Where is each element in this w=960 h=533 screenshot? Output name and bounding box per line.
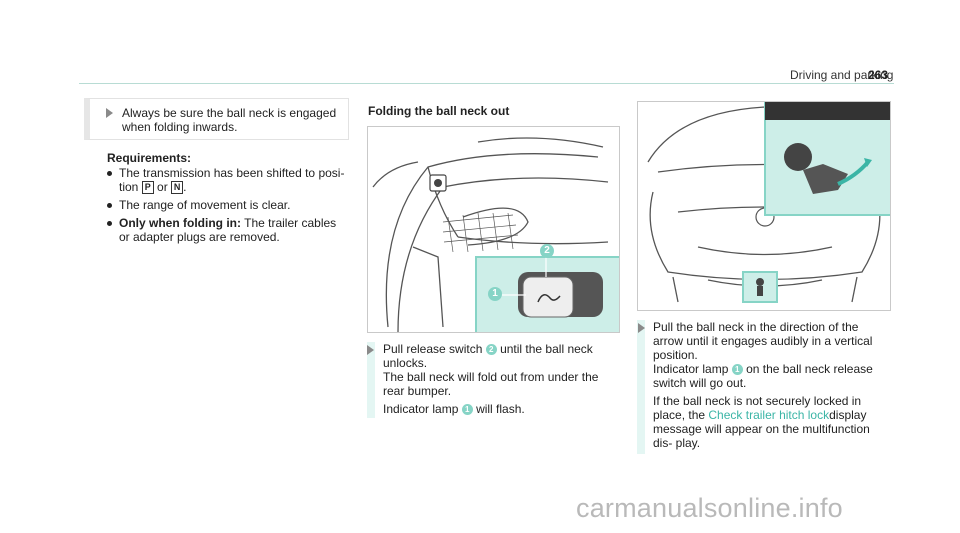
step-marker-bar — [637, 320, 645, 454]
callout-1-inline: 1 — [731, 364, 743, 376]
requirement-text: The trailer cables or adapter plugs are … — [119, 216, 337, 245]
callout-1-inline: 1 — [461, 404, 473, 416]
or-text: or — [157, 180, 168, 194]
arrow-bullet-icon — [367, 345, 374, 355]
bullet-dot-icon — [107, 171, 112, 176]
step-1-part: until the ball neck unlocks. — [383, 342, 593, 370]
requirement-text: The transmission has been shifted to pos… — [119, 166, 345, 194]
trunk-drawing — [372, 137, 619, 332]
step-1-part: Indicator lamp — [383, 402, 459, 416]
requirement-bold-text: Only when folding in: — [119, 216, 241, 231]
car-rear-drawing — [647, 102, 890, 303]
check-trailer-hitch-lock-message: Check trailer hitch lock — [708, 408, 830, 422]
bullet-dot-icon — [107, 221, 112, 227]
trunk-illustration: 2 1 — [367, 126, 620, 333]
neutral-key-icon: N — [171, 181, 184, 195]
step-1-part: will flash. — [476, 402, 525, 416]
note-text: Always be sure the ball neck is engaged … — [122, 106, 337, 134]
requirements-list: The transmission has been shifted to pos… — [107, 166, 347, 248]
step-1-part: Pull release switch — [383, 342, 483, 356]
callout-2-badge: 2 — [540, 244, 554, 258]
bullet-dot-icon — [107, 203, 112, 209]
requirement-item: The transmission has been shifted to pos… — [107, 166, 347, 195]
step-2-part: display message will appear on the multi… — [653, 408, 870, 450]
requirement-item: The range of movement is clear. — [107, 198, 347, 212]
step-2-part: If the ball neck is not securely locked … — [653, 394, 862, 422]
note-box — [84, 98, 349, 140]
park-key-icon: P — [141, 181, 154, 195]
callout-2-inline: 2 — [485, 344, 497, 356]
step-1-text: Pull release switch 2 until the ball nec… — [383, 342, 608, 416]
requirement-item: Only when folding in: The trailer cables… — [107, 216, 347, 244]
arrow-bullet-icon — [106, 108, 113, 118]
step-1-part: The ball neck will fold out from under t… — [383, 370, 599, 398]
watermark: carmanualsonline.info — [576, 493, 843, 523]
step-2-part: Pull the ball neck in the direction of t… — [653, 320, 873, 362]
header-rule — [79, 83, 894, 84]
callout-1-badge: 1 — [488, 287, 502, 301]
step-2-text: Pull the ball neck in the direction of t… — [653, 320, 890, 450]
step-marker-bar — [367, 342, 375, 418]
arrow-bullet-icon — [638, 323, 645, 333]
section-title: Driving and parking — [790, 68, 894, 82]
requirements-title: Requirements: — [107, 151, 192, 165]
step-2-part: Indicator lamp — [653, 362, 729, 376]
folding-title: Folding the ball neck out — [368, 104, 510, 118]
car-rear-illustration — [637, 101, 891, 311]
requirement-text: The range of movement is clear. — [119, 198, 291, 213]
page-number: 263 — [868, 68, 889, 82]
step-2-part: on the ball neck release switch will go … — [653, 362, 873, 390]
